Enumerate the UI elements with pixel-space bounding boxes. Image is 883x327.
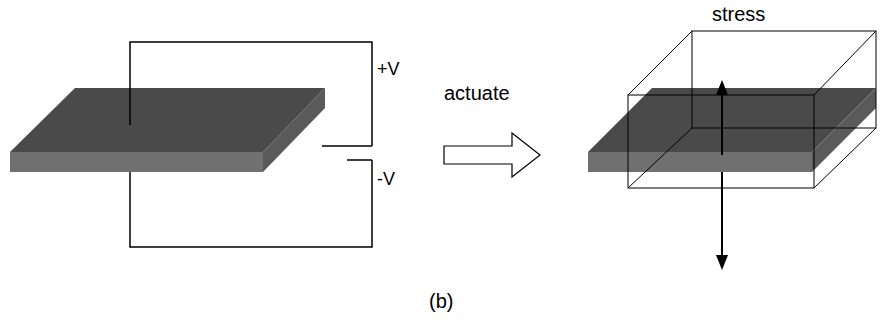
voltage-label: +V bbox=[377, 60, 400, 80]
bottom-wire bbox=[130, 160, 372, 247]
stress-arrow bbox=[721, 172, 723, 258]
battery-plate bbox=[322, 145, 372, 147]
voltage-label: -V bbox=[377, 170, 395, 190]
plate-side bbox=[263, 88, 325, 172]
stress-box bbox=[628, 31, 876, 188]
battery-plate bbox=[347, 159, 372, 161]
stress-label: stress bbox=[712, 3, 765, 25]
arrow-head bbox=[716, 255, 728, 270]
top-wire bbox=[130, 42, 372, 146]
plate-front bbox=[588, 152, 812, 172]
caption: (b) bbox=[429, 290, 453, 312]
stress-arrow bbox=[721, 92, 723, 155]
arrow-head bbox=[716, 80, 728, 95]
actuate-arrow bbox=[444, 133, 540, 177]
plate-front bbox=[10, 152, 263, 172]
action-label: actuate bbox=[444, 82, 510, 104]
